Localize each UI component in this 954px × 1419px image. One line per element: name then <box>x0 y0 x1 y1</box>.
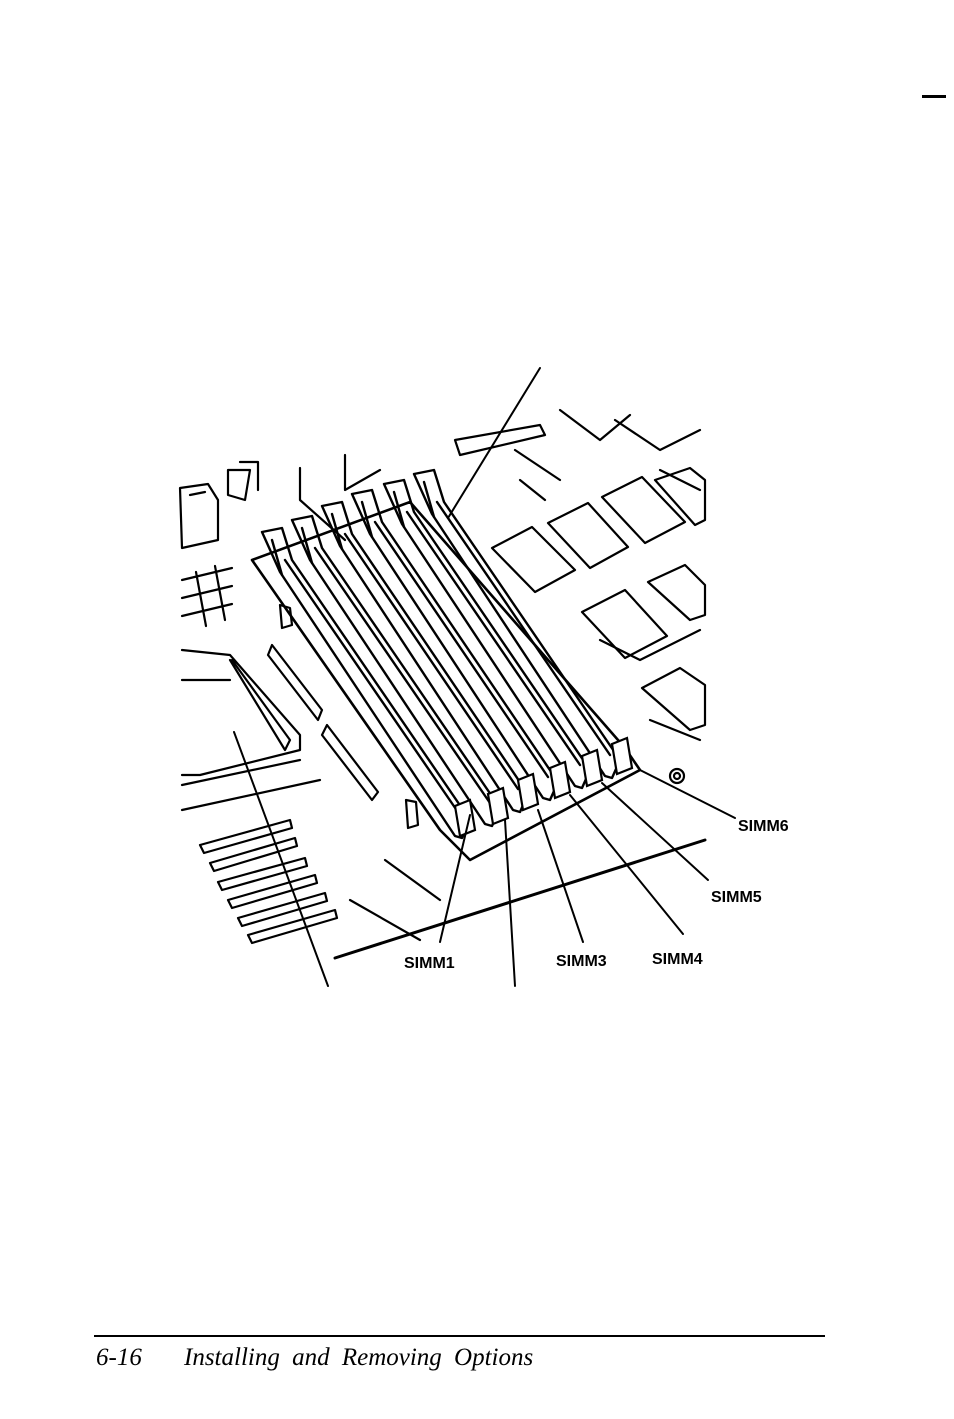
callout-simm3: SIMM3 <box>556 953 607 970</box>
callout-simm4: SIMM4 <box>652 951 703 968</box>
leader-simm3 <box>537 809 584 943</box>
callout-simm6: SIMM6 <box>738 818 789 835</box>
simm-socket-illustration: SIMM1 SIMM3 SIMM4 SIMM5 SIMM6 <box>150 350 830 1000</box>
footer-rule <box>94 1335 825 1337</box>
callout-simm5: SIMM5 <box>711 889 762 906</box>
board-edge <box>333 838 707 960</box>
page-corner-mark <box>922 95 946 98</box>
leader-simm5 <box>601 782 709 881</box>
leader-simm6 <box>639 769 736 819</box>
mainboard-drawing: SIMM1 SIMM3 SIMM4 SIMM5 SIMM6 <box>178 367 789 987</box>
leader-simm1 <box>439 814 471 943</box>
leader-simm4 <box>569 794 684 935</box>
leader-top <box>447 367 541 519</box>
running-footer-title: Installing and Removing Options <box>184 1344 534 1371</box>
leader-left <box>233 731 329 987</box>
leader-simm2 <box>504 819 516 987</box>
simm-socket-2 <box>290 514 502 828</box>
page-number: 6-16 <box>96 1344 142 1371</box>
callout-simm1: SIMM1 <box>404 955 455 972</box>
